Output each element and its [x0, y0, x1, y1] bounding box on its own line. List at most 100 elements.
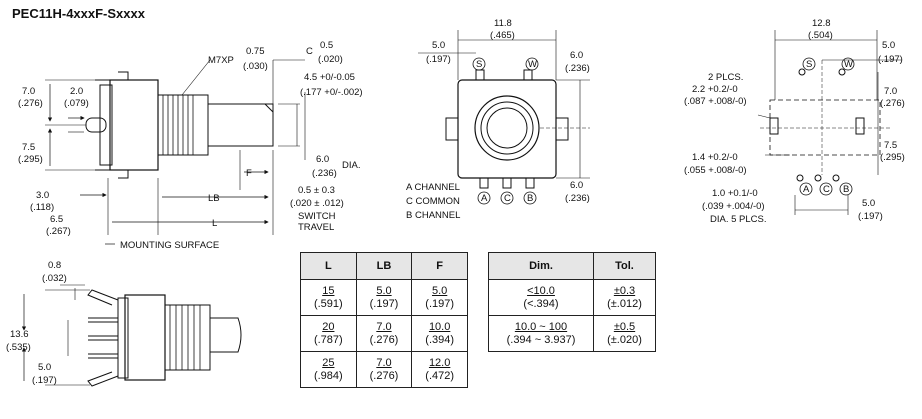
bottom-d08-in: (.032) [42, 273, 67, 284]
pcb-width: 12.8 [812, 18, 831, 29]
part-number-title: PEC11H-4xxxF-Sxxxx [12, 6, 145, 21]
side-dim-7-5: 7.5 [22, 142, 35, 153]
table2-header-dim: Dim. [488, 252, 594, 280]
side-dim-2-0: 2.0 [70, 86, 83, 97]
bottom-view [21, 284, 242, 387]
table-row: 10.0 ~ 100(.394 ~ 3.937) ±0.5(±.020) [488, 315, 656, 352]
front-pin-c: C [504, 193, 511, 204]
table-cell: 10.0(.394) [411, 315, 468, 352]
front-width-in: (.465) [490, 30, 515, 41]
pcb-r5: 5.0 [882, 40, 895, 51]
front-pin-b: B [527, 193, 533, 204]
l-label: L [212, 218, 217, 229]
table-cell: 25(.984) [300, 351, 357, 388]
pcb-pin-w: W [844, 59, 853, 70]
pcb-plcs-value-in: (.087 +.008/-0) [684, 96, 747, 107]
legend-channel-a: A CHANNEL [406, 182, 460, 193]
front-pin-w: W [528, 59, 537, 70]
shaft-dim-in: (.177 +0/-.002) [300, 87, 363, 98]
chamfer-label: C [306, 46, 313, 57]
pcb-hole: 1.0 +0.1/-0 [712, 188, 758, 199]
table-cell: ±0.5(±.020) [593, 315, 656, 352]
pcb-h: 1.4 +0.2/-0 [692, 152, 738, 163]
pcb-b5: 5.0 [862, 198, 875, 209]
front-pin-s: S [476, 59, 482, 70]
bottom-d5-in: (.197) [32, 375, 57, 386]
side-view [45, 59, 306, 245]
table-row: <10.0(<.394) ±0.3(±.012) [488, 279, 656, 316]
table-cell: 5.0(.197) [411, 279, 468, 316]
travel-value-in: (.020 ± .012) [290, 198, 344, 209]
pcb-r75: 7.5 [884, 140, 897, 151]
pcb-plcs-value: 2.2 +0.2/-0 [692, 84, 738, 95]
chamfer-value: 0.5 [320, 40, 333, 51]
shaft-dim: 4.5 +0/-0.05 [304, 72, 355, 83]
pcb-pin-c: C [823, 184, 830, 195]
pcb-plcs: 2 PLCS. [708, 72, 743, 83]
pcb-hole-label: DIA. 5 PLCS. [710, 214, 767, 225]
table-cell: 5.0(.197) [355, 279, 413, 316]
pcb-b5-in: (.197) [858, 211, 883, 222]
legend-common-c: C COMMON [406, 196, 460, 207]
f-label: F [246, 168, 252, 179]
front-dim-6b: 6.0 [570, 180, 583, 191]
table1-header-f: F [411, 252, 468, 280]
lb-label: LB [208, 193, 220, 204]
front-dim-6a: 6.0 [570, 50, 583, 61]
dimension-table-l-lb-f: L LB F 15(.591) 5.0(.197) 5.0(.197) 20(.… [300, 252, 468, 388]
mounting-surface-label: MOUNTING SURFACE [120, 240, 219, 251]
table-cell: 7.0(.276) [355, 315, 413, 352]
thread-label: M7XP [208, 55, 234, 66]
pcb-pin-s: S [806, 59, 812, 70]
travel-label: TRAVEL [298, 222, 334, 233]
legend-channel-b: B CHANNEL [406, 210, 460, 221]
thread-value: 0.75 [246, 46, 265, 57]
pcb-hole-in: (.039 +.004/-0) [702, 201, 765, 212]
side-dim-2-0-in: (.079) [64, 98, 89, 109]
front-pin-a: A [481, 193, 488, 204]
front-width: 11.8 [494, 18, 512, 29]
chamfer-value-in: (.020) [318, 54, 343, 65]
pcb-layout-view [757, 30, 902, 215]
side-dim-6-5-in: (.267) [46, 226, 71, 237]
pcb-width-in: (.504) [808, 30, 833, 41]
table2-header-tol: Tol. [593, 252, 656, 280]
switch-label: SWITCH [298, 211, 336, 222]
tolerance-table: Dim. Tol. <10.0(<.394) ±0.3(±.012) 10.0 … [488, 252, 656, 352]
side-dim-3-0-in: (.118) [30, 202, 54, 213]
pcb-r7: 7.0 [884, 86, 897, 97]
side-dim-7-5-in: (.295) [18, 154, 43, 165]
side-dim-3-0: 3.0 [36, 190, 49, 201]
pcb-h-in: (.055 +.008/-0) [684, 165, 747, 176]
table1-header-l: L [300, 252, 357, 280]
table-cell: 20(.787) [300, 315, 357, 352]
table-cell: 10.0 ~ 100(.394 ~ 3.937) [488, 315, 594, 352]
side-dim-7-0-in: (.276) [18, 98, 43, 109]
travel-value: 0.5 ± 0.3 [298, 185, 335, 196]
table-cell: ±0.3(±.012) [593, 279, 656, 316]
table-cell: <10.0(<.394) [488, 279, 594, 316]
table-cell: 12.0(.472) [411, 351, 468, 388]
front-dim-6a-in: (.236) [565, 63, 590, 74]
front-dim-5: 5.0 [432, 40, 445, 51]
table-cell: 7.0(.276) [355, 351, 413, 388]
pcb-r7-in: (.276) [880, 98, 905, 109]
table-row: 25(.984) 7.0(.276) 12.0(.472) [300, 351, 468, 388]
table1-header-lb: LB [355, 252, 413, 280]
pcb-r75-in: (.295) [880, 152, 905, 163]
table-row: 20(.787) 7.0(.276) 10.0(.394) [300, 315, 468, 352]
table-row: 15(.591) 5.0(.197) 5.0(.197) [300, 279, 468, 316]
bottom-d08: 0.8 [48, 260, 61, 271]
front-dim-5-in: (.197) [426, 54, 451, 65]
bottom-d136-in: (.535) [6, 342, 31, 353]
bottom-d5: 5.0 [38, 362, 51, 373]
pcb-pin-a: A [803, 184, 810, 195]
thread-value-in: (.030) [243, 61, 268, 72]
table-cell: 15(.591) [300, 279, 357, 316]
pcb-pin-b: B [843, 184, 849, 195]
pcb-r5-in: (.197) [878, 54, 903, 65]
dia-label: DIA. [342, 160, 360, 171]
dia-value: 6.0 [316, 154, 329, 165]
